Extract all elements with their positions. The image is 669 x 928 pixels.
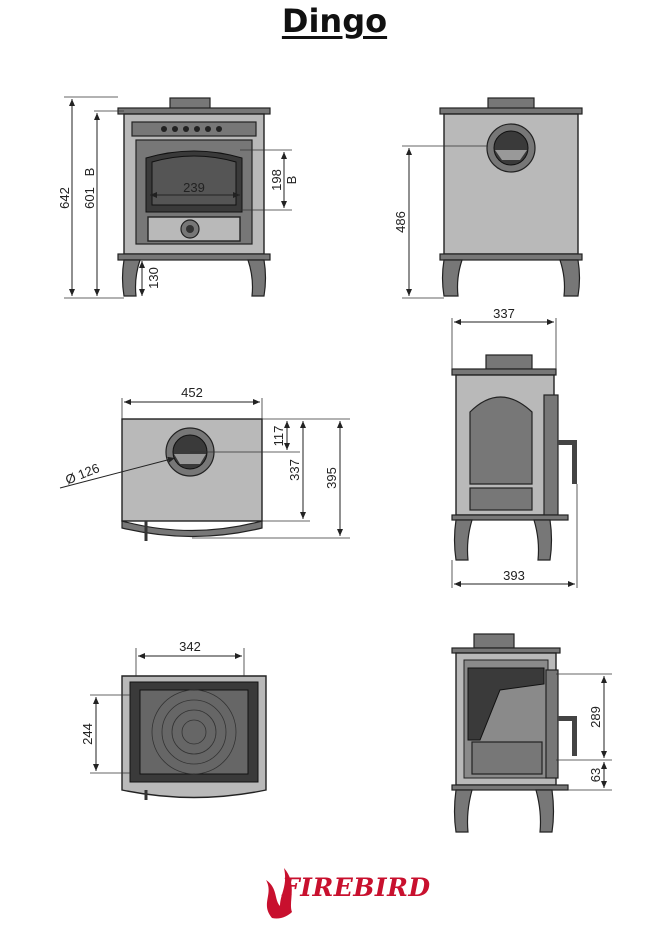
firebox-plan-view: 342 244 (80, 639, 267, 800)
dim-overall-height: 642 (57, 187, 72, 209)
dim-flue-height: 601 (82, 187, 97, 209)
back-view: 486 (393, 97, 583, 299)
section-view: 289 63 (451, 633, 612, 833)
page-title: Dingo (281, 2, 388, 40)
front-dimensions: 642 601 B 198 B 239 130 (57, 96, 299, 299)
dim-firebox-width: 342 (179, 639, 201, 654)
dim-section-height: 289 (588, 706, 603, 728)
flame-icon (266, 868, 292, 919)
firebird-logo (266, 868, 292, 919)
front-view (117, 97, 271, 297)
dim-side-top: 337 (493, 306, 515, 321)
svg-text:B: B (284, 176, 299, 185)
dim-flue-diameter: Ø 126 (63, 460, 101, 487)
dim-door-height: 198 (269, 169, 284, 191)
side-view: 337 393 (451, 306, 578, 588)
svg-text:B: B (82, 168, 97, 177)
brand-name: FIREBIRD (282, 873, 431, 902)
dim-door-width: 239 (183, 180, 205, 195)
dim-section-base: 63 (588, 768, 603, 782)
top-view: 452 117 337 395 Ø 126 (59, 385, 350, 541)
dim-rear-flue-height: 486 (393, 211, 408, 233)
dim-top-width: 452 (181, 385, 203, 400)
dim-firebox-depth: 244 (80, 723, 95, 745)
leg-left (121, 259, 141, 297)
top-plate (117, 107, 271, 115)
dim-flue-offset: 337 (287, 459, 302, 481)
base-plate (117, 253, 271, 261)
dim-leg-height: 130 (146, 267, 161, 289)
dim-side-base: 393 (503, 568, 525, 583)
leg-right (247, 259, 267, 297)
dim-flue-front: 117 (271, 426, 286, 447)
dim-top-depth: 395 (324, 467, 339, 489)
